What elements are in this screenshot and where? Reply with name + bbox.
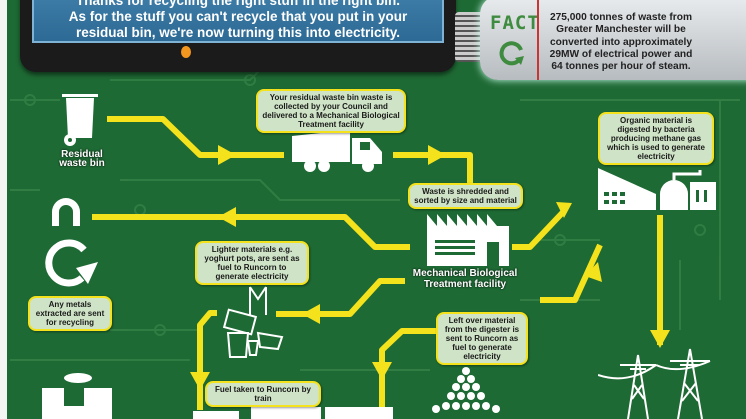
- refuse-truck-icon: [292, 130, 382, 172]
- page-border: [0, 0, 7, 419]
- recycle-icon: [45, 239, 98, 287]
- header-line-3: residual bin, we're now turning this int…: [75, 25, 400, 40]
- caption-train: Fuel taken to Runcorn by train: [205, 381, 321, 407]
- mbt-factory-icon: [427, 214, 509, 266]
- fuel-pellets-icon: [432, 367, 500, 413]
- monitor-screen: Thanks for recycling the right stuff in …: [32, 0, 444, 43]
- divider: [537, 0, 539, 80]
- caption-lighter: Lighter materials e.g. yoghurt pots, are…: [195, 241, 309, 285]
- bin-label: Residual waste bin: [59, 149, 105, 169]
- header-line-1: Thanks for recycling the right stuff in …: [75, 0, 400, 8]
- caption-shredded: Waste is shredded and sorted by size and…: [408, 183, 523, 209]
- header-line-2: As for the stuff you can't recycle that …: [68, 9, 408, 24]
- mbt-label: Mechanical Biological Treatment facility: [412, 268, 518, 290]
- lightbulb-fact-panel: [480, 0, 746, 80]
- anaerobic-digester-icon: [598, 168, 716, 210]
- magnet-icon: [52, 198, 80, 226]
- fact-text: 275,000 tonnes of waste from Greater Man…: [549, 12, 693, 73]
- electricity-pylons-icon: [598, 348, 711, 419]
- recycle-icon: [499, 41, 524, 66]
- caption-collected: Your residual waste bin waste is collect…: [256, 89, 406, 133]
- caption-organic: Organic material is digested by bacteria…: [598, 112, 714, 165]
- caption-leftover: Left over material from the digester is …: [436, 312, 528, 365]
- fact-label: FACT: [490, 12, 540, 34]
- train-icon: [193, 407, 393, 419]
- plastic-packaging-icon: [222, 286, 284, 358]
- power-led: [181, 46, 191, 58]
- caption-metals: Any metals extracted are sent for recycl…: [28, 296, 112, 331]
- wheelie-bin-icon: [62, 94, 98, 146]
- monitor-frame: Thanks for recycling the right stuff in …: [20, 0, 456, 72]
- power-station-icon: [42, 373, 112, 419]
